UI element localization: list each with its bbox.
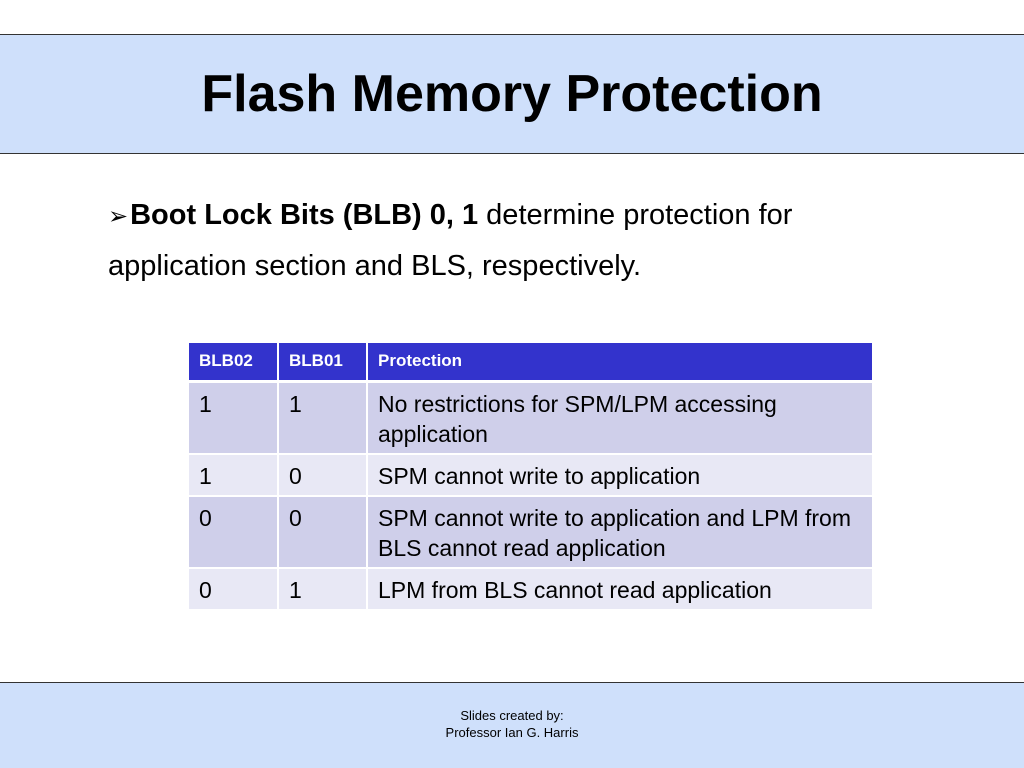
cell-blb01: 1 (278, 381, 368, 455)
cell-protection: SPM cannot write to application (367, 453, 872, 497)
slide-credit: Slides created by: Professor Ian G. Harr… (0, 707, 1024, 741)
footer-band: Slides created by: Professor Ian G. Harr… (0, 682, 1024, 768)
cell-blb02: 0 (189, 495, 279, 569)
bullet-point: ➢Boot Lock Bits (BLB) 0, 1 determine pro… (108, 190, 938, 291)
cell-blb02: 0 (189, 567, 279, 611)
cell-blb01: 0 (278, 453, 368, 497)
bullet-text: determine protection for application sec… (108, 199, 793, 282)
table-row: 0 0 SPM cannot write to application and … (189, 495, 872, 569)
table-row: 1 1 No restrictions for SPM/LPM accessin… (189, 381, 872, 455)
cell-protection: No restrictions for SPM/LPM accessing ap… (367, 381, 872, 455)
cell-protection: SPM cannot write to application and LPM … (367, 495, 872, 569)
credit-line-2: Professor Ian G. Harris (445, 725, 579, 740)
cell-blb02: 1 (189, 381, 279, 455)
table-header-row: BLB02 BLB01 Protection (189, 343, 872, 383)
table-row: 0 1 LPM from BLS cannot read application (189, 567, 872, 611)
slide-title: Flash Memory Protection (201, 65, 823, 123)
cell-protection: LPM from BLS cannot read application (367, 567, 872, 611)
header-blb01: BLB01 (278, 343, 368, 383)
arrow-bullet-icon: ➢ (108, 202, 129, 230)
protection-table: BLB02 BLB01 Protection 1 1 No restrictio… (189, 343, 872, 611)
header-protection: Protection (367, 343, 872, 383)
title-band: Flash Memory Protection (0, 34, 1024, 154)
cell-blb02: 1 (189, 453, 279, 497)
header-blb02: BLB02 (189, 343, 279, 383)
table-row: 1 0 SPM cannot write to application (189, 453, 872, 497)
credit-line-1: Slides created by: (460, 708, 564, 723)
cell-blb01: 1 (278, 567, 368, 611)
bullet-bold-text: Boot Lock Bits (BLB) 0, 1 (130, 199, 479, 231)
cell-blb01: 0 (278, 495, 368, 569)
